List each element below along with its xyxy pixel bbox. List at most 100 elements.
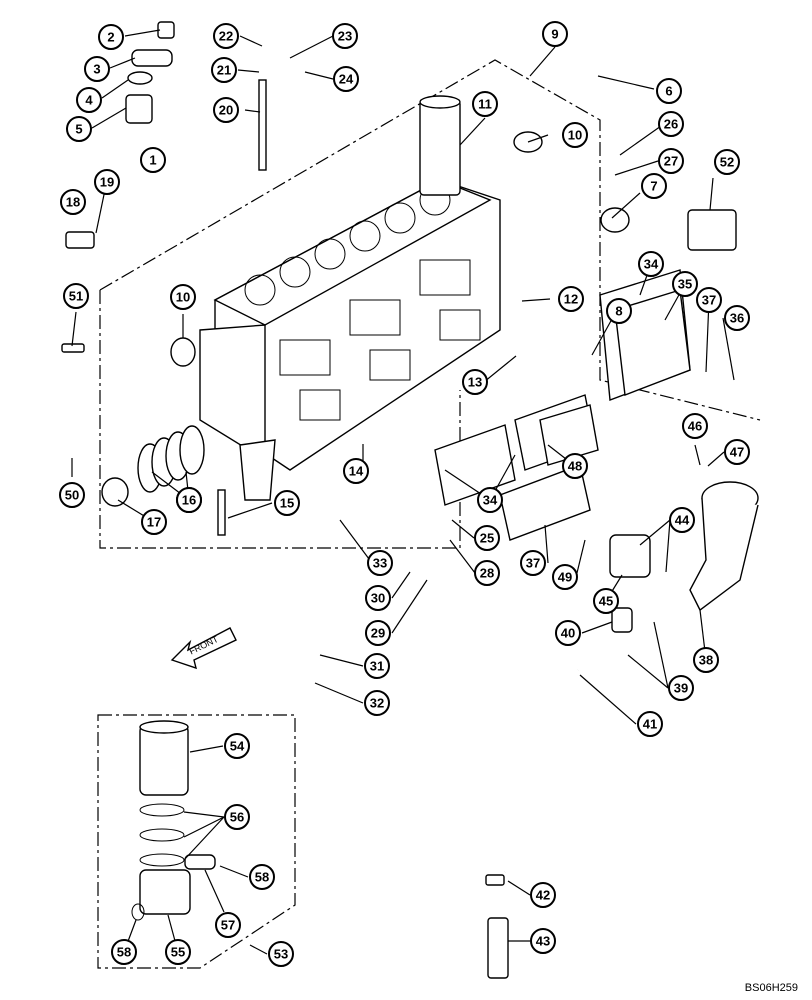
svg-text:9: 9	[551, 27, 558, 42]
svg-text:16: 16	[182, 493, 196, 508]
seal-rings-16	[137, 425, 205, 493]
svg-text:1: 1	[149, 153, 156, 168]
callout-11: 11	[472, 91, 498, 117]
svg-text:17: 17	[147, 515, 161, 530]
svg-text:57: 57	[221, 918, 235, 933]
oil-filler-assembly	[609, 481, 759, 633]
callout-7: 7	[641, 173, 667, 199]
callout-19: 19	[94, 169, 120, 195]
callout-30: 30	[365, 585, 391, 611]
callout-25: 25	[474, 525, 500, 551]
svg-text:6: 6	[665, 84, 672, 99]
callout-12: 12	[558, 286, 584, 312]
svg-text:58: 58	[255, 870, 269, 885]
callout-17: 17	[141, 509, 167, 535]
svg-text:28: 28	[480, 566, 494, 581]
engine-block	[199, 179, 501, 501]
svg-text:10: 10	[568, 128, 582, 143]
callout-33: 33	[367, 550, 393, 576]
svg-text:15: 15	[280, 496, 294, 511]
callout-38: 38	[693, 647, 719, 673]
callout-56: 56	[224, 804, 250, 830]
engine-block-group-outline	[99, 59, 761, 549]
callout-16-b: 16	[176, 487, 202, 513]
cap-2	[157, 21, 175, 39]
svg-text:34: 34	[644, 257, 659, 272]
svg-text:2: 2	[107, 30, 114, 45]
callout-15: 15	[274, 490, 300, 516]
callout-53: 53	[268, 941, 294, 967]
callout-31: 31	[364, 653, 390, 679]
svg-text:29: 29	[371, 626, 385, 641]
svg-text:5: 5	[75, 122, 82, 137]
callout-36: 36	[724, 305, 750, 331]
tube-20	[258, 79, 267, 171]
callout-50: 50	[59, 482, 85, 508]
gasket-4	[127, 71, 153, 85]
callout-39: 39	[668, 675, 694, 701]
svg-text:30: 30	[371, 591, 385, 606]
svg-text:13: 13	[468, 375, 482, 390]
callout-10-left: 10	[170, 284, 196, 310]
svg-text:10: 10	[176, 290, 190, 305]
svg-text:21: 21	[217, 63, 231, 78]
cover-52	[687, 209, 737, 251]
callout-47: 47	[724, 439, 750, 465]
svg-text:56: 56	[230, 810, 244, 825]
svg-text:37: 37	[702, 293, 716, 308]
svg-text:14: 14	[349, 464, 364, 479]
svg-text:43: 43	[536, 934, 550, 949]
callout-43: 43	[530, 928, 556, 954]
svg-text:45: 45	[599, 594, 613, 609]
svg-text:48: 48	[568, 459, 582, 474]
cylinder-liner-top	[419, 99, 461, 196]
callout-5: 5	[66, 116, 92, 142]
callout-24: 24	[333, 66, 359, 92]
callout-57: 57	[215, 912, 241, 938]
callout-48: 48	[562, 453, 588, 479]
callout-34-b: 34	[638, 251, 664, 277]
callout-49: 49	[552, 564, 578, 590]
svg-text:27: 27	[664, 154, 678, 169]
svg-text:36: 36	[730, 311, 744, 326]
svg-text:55: 55	[171, 945, 185, 960]
front-arrow: FRONT	[170, 627, 237, 670]
callout-54: 54	[224, 733, 250, 759]
seal-10-left	[170, 337, 196, 367]
callout-51: 51	[63, 283, 89, 309]
stud-51	[61, 343, 85, 353]
svg-text:37: 37	[526, 556, 540, 571]
callout-10-top: 10	[562, 122, 588, 148]
svg-text:24: 24	[339, 72, 354, 87]
callout-28: 28	[474, 560, 500, 586]
svg-text:44: 44	[675, 513, 690, 528]
svg-text:54: 54	[230, 739, 245, 754]
callout-35: 35	[672, 271, 698, 297]
svg-text:34: 34	[483, 493, 498, 508]
svg-text:8: 8	[615, 304, 622, 319]
svg-text:20: 20	[219, 103, 233, 118]
callout-3: 3	[84, 56, 110, 82]
cylinder-liner-top-rim	[419, 95, 461, 109]
callout-2: 2	[98, 24, 124, 50]
callout-55: 55	[165, 939, 191, 965]
svg-text:53: 53	[274, 947, 288, 962]
callout-8: 8	[606, 298, 632, 324]
svg-text:50: 50	[65, 488, 79, 503]
svg-text:32: 32	[370, 696, 384, 711]
callout-42: 42	[530, 882, 556, 908]
piston-kit	[131, 720, 216, 921]
callout-14: 14	[343, 458, 369, 484]
callout-13: 13	[462, 369, 488, 395]
callout-1: 1	[140, 147, 166, 173]
callout-44: 44	[669, 507, 695, 533]
svg-text:40: 40	[561, 626, 575, 641]
svg-text:47: 47	[730, 445, 744, 460]
callout-46: 46	[682, 413, 708, 439]
callout-9: 9	[542, 21, 568, 47]
svg-text:49: 49	[558, 570, 572, 585]
callout-52: 52	[714, 149, 740, 175]
svg-text:33: 33	[373, 556, 387, 571]
dipstick-tube	[485, 669, 580, 979]
